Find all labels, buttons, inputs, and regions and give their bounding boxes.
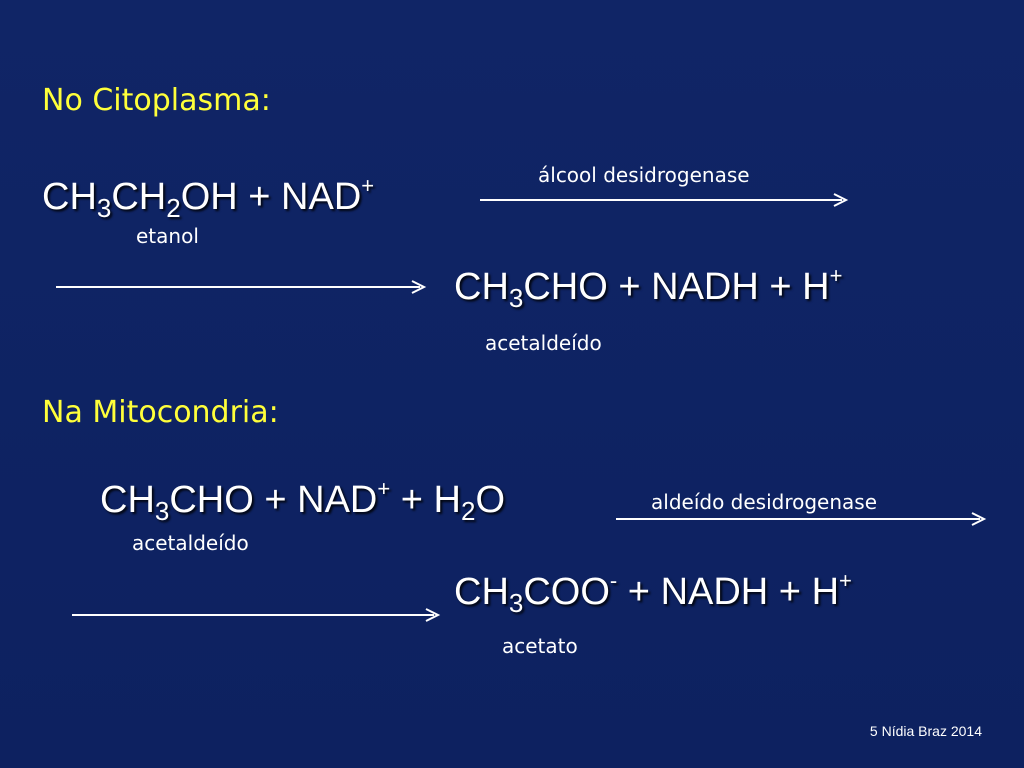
plus-sign: +	[607, 266, 652, 308]
heading-mitocondria: Na Mitocondria:	[42, 395, 279, 430]
acetaldehyde-label: acetaldeído	[485, 331, 602, 355]
acetate-label: acetato	[502, 634, 578, 658]
acetaldehyde-formula: CH3CHO	[100, 479, 254, 526]
slide-footer: 5 Nídia Braz 2014	[869, 723, 982, 739]
reaction-arrow-2b	[72, 608, 441, 622]
plus-sign: +	[617, 571, 661, 613]
plus-sign: +	[768, 571, 812, 613]
plus-sign: +	[390, 479, 434, 521]
heading-citoplasma: No Citoplasma:	[42, 83, 271, 118]
nadh-formula: NADH	[660, 571, 769, 613]
ethanol-label: etanol	[136, 224, 199, 248]
ethanol-formula: CH3CH2OH	[42, 176, 238, 223]
reaction-arrow-1a	[480, 193, 849, 207]
plus-sign: +	[253, 479, 298, 521]
acetaldehyde-label-2: acetaldeído	[132, 531, 249, 555]
reaction2-products: CH3COO- + NADH + H+	[454, 568, 852, 618]
reaction-arrow-2a	[616, 512, 987, 526]
enzyme-label-aldehyde-dehydrogenase: aldeído desidrogenase	[651, 490, 878, 514]
nadh-formula: NADH	[651, 266, 759, 308]
nad-formula: NAD+	[281, 173, 375, 219]
acetate-formula: CH3COO-	[454, 568, 618, 618]
proton-formula: H+	[811, 568, 852, 614]
water-formula: H2O	[433, 479, 506, 526]
enzyme-label-alcohol-dehydrogenase: álcool desidrogenase	[538, 163, 750, 187]
plus-sign: +	[758, 266, 803, 308]
reaction1-reactants: CH3CH2OH + NAD+	[42, 173, 375, 223]
acetaldehyde-formula: CH3CHO	[454, 266, 608, 313]
reaction-arrow-1b	[56, 280, 427, 294]
reaction1-products: CH3CHO + NADH + H+	[454, 263, 843, 313]
reaction2-reactants: CH3CHO + NAD+ + H2O	[100, 476, 506, 526]
nad-formula: NAD+	[297, 476, 391, 522]
plus-sign: +	[237, 176, 282, 218]
proton-formula: H+	[802, 263, 843, 309]
